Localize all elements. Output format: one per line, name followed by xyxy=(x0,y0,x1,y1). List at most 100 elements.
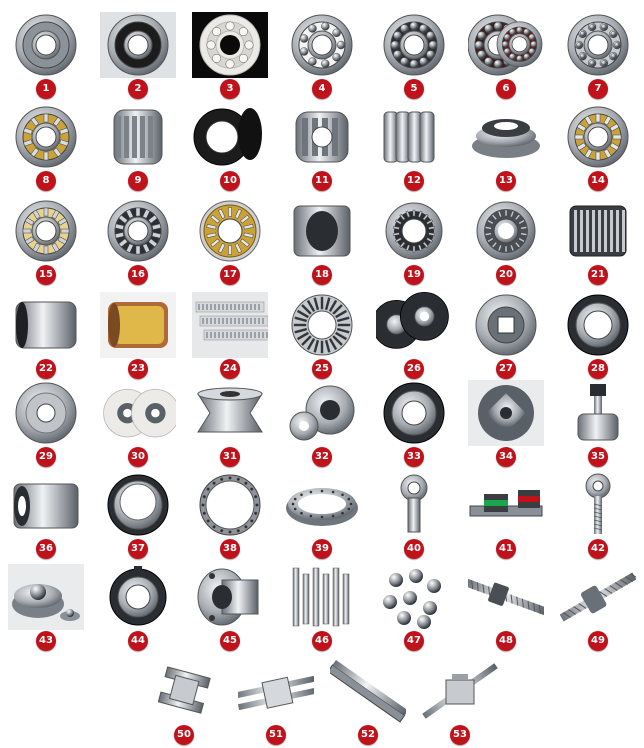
catalog-item[interactable]: 38 xyxy=(184,466,276,559)
catalog-item[interactable]: 53 xyxy=(414,652,506,745)
ball-transfer-unit-icon[interactable] xyxy=(8,564,84,630)
brass-cage-bearing-icon[interactable] xyxy=(8,104,84,170)
nylon-wheel-pair-icon[interactable] xyxy=(100,380,176,446)
adapter-sleeve-icon[interactable] xyxy=(100,564,176,630)
linear-guide-rail-icon[interactable] xyxy=(468,472,544,538)
catalog-item[interactable]: 17 xyxy=(184,192,276,285)
catalog-item[interactable]: 40 xyxy=(368,466,460,559)
shielded-ball-bearing-icon[interactable] xyxy=(8,12,84,78)
catalog-item[interactable]: 7 xyxy=(552,6,644,99)
sealed-ball-bearing-icon[interactable] xyxy=(100,12,176,78)
catalog-item[interactable]: 23 xyxy=(92,286,184,379)
catalog-item[interactable]: 33 xyxy=(368,374,460,467)
catalog-item[interactable]: 18 xyxy=(276,192,368,285)
guide-wheel-icon[interactable] xyxy=(8,380,84,446)
one-way-clutch-bearing-icon[interactable] xyxy=(560,292,636,358)
sleeve-bushing-icon[interactable] xyxy=(8,292,84,358)
needle-rails-icon[interactable] xyxy=(192,292,268,358)
catalog-item[interactable]: 13 xyxy=(460,98,552,191)
flanged-linear-bushing-icon[interactable] xyxy=(192,564,268,630)
catalog-item[interactable]: 39 xyxy=(276,466,368,559)
catalog-item[interactable]: 36 xyxy=(0,466,92,559)
catalog-item[interactable]: 22 xyxy=(0,286,92,379)
tapered-roller-bearing-icon[interactable] xyxy=(284,104,360,170)
four-row-roller-bearing-icon[interactable] xyxy=(376,104,452,170)
catalog-item[interactable]: 24 xyxy=(184,286,276,379)
cross-roller-block-icon[interactable] xyxy=(468,380,544,446)
rod-end-female-icon[interactable] xyxy=(376,472,452,538)
catalog-item[interactable]: 3 xyxy=(184,6,276,99)
slewing-ring-icon[interactable] xyxy=(192,472,268,538)
thrust-roller-bearing-icon[interactable] xyxy=(468,104,544,170)
self-aligning-bearing-icon[interactable] xyxy=(560,12,636,78)
full-complement-roller-icon[interactable] xyxy=(100,198,176,264)
cylindrical-roller-brass-icon[interactable] xyxy=(560,104,636,170)
supported-rail-icon[interactable] xyxy=(330,658,406,724)
catalog-item[interactable]: 26 xyxy=(368,286,460,379)
needle-bushing-icon[interactable] xyxy=(284,198,360,264)
combined-needle-bearing-icon[interactable] xyxy=(468,198,544,264)
catalog-item[interactable]: 34 xyxy=(460,374,552,467)
catalog-item[interactable]: 12 xyxy=(368,98,460,191)
catalog-item[interactable]: 28 xyxy=(552,286,644,379)
catalog-item[interactable]: 46 xyxy=(276,558,368,651)
track-roller-pair-icon[interactable] xyxy=(376,292,452,358)
catalog-item[interactable]: 21 xyxy=(552,192,644,285)
catalog-item[interactable]: 37 xyxy=(92,466,184,559)
catalog-item[interactable]: 41 xyxy=(460,466,552,559)
catalog-item[interactable]: 43 xyxy=(0,558,92,651)
stud-cam-follower-icon[interactable] xyxy=(560,380,636,446)
linear-stage-icon[interactable] xyxy=(238,658,314,724)
deep-groove-bearing-icon[interactable] xyxy=(376,12,452,78)
ceramic-bearing-icon[interactable] xyxy=(192,12,268,78)
rod-end-male-icon[interactable] xyxy=(560,472,636,538)
linear-bushing-icon[interactable] xyxy=(8,472,84,538)
catalog-item[interactable]: 49 xyxy=(552,558,644,651)
catalog-item[interactable]: 45 xyxy=(184,558,276,651)
spherical-roller-bearing-icon[interactable] xyxy=(100,104,176,170)
catalog-item[interactable]: 50 xyxy=(138,652,230,745)
catalog-item[interactable]: 32 xyxy=(276,374,368,467)
cam-follower-bearing-icon[interactable] xyxy=(468,292,544,358)
thrust-cylindrical-bearing-icon[interactable] xyxy=(192,198,268,264)
catalog-item[interactable]: 51 xyxy=(230,652,322,745)
rubber-seal-icon[interactable] xyxy=(192,104,268,170)
crossed-roller-ring-icon[interactable] xyxy=(284,472,360,538)
steel-balls-icon[interactable] xyxy=(376,564,452,630)
needle-roller-bearing-icon[interactable] xyxy=(376,198,452,264)
catalog-item[interactable]: 30 xyxy=(92,374,184,467)
catalog-item[interactable]: 29 xyxy=(0,374,92,467)
catalog-item[interactable]: 10 xyxy=(184,98,276,191)
catalog-item[interactable]: 47 xyxy=(368,558,460,651)
catalog-item[interactable]: 6 xyxy=(460,6,552,99)
ball-screw-nut-icon[interactable] xyxy=(560,564,636,630)
catalog-item[interactable]: 5 xyxy=(368,6,460,99)
miniature-slide-icon[interactable] xyxy=(146,658,222,724)
catalog-item[interactable]: 27 xyxy=(460,286,552,379)
catalog-item[interactable]: 1 xyxy=(0,6,92,99)
combined-track-roller-icon[interactable] xyxy=(284,380,360,446)
catalog-item[interactable]: 52 xyxy=(322,652,414,745)
catalog-item[interactable]: 31 xyxy=(184,374,276,467)
catalog-item[interactable]: 16 xyxy=(92,192,184,285)
thrust-needle-washer-icon[interactable] xyxy=(284,292,360,358)
catalog-item[interactable]: 15 xyxy=(0,192,92,285)
open-ball-bearing-icon[interactable] xyxy=(284,12,360,78)
cylindrical-roller-bearing-icon[interactable] xyxy=(8,198,84,264)
insert-bearing-icon[interactable] xyxy=(100,472,176,538)
catalog-item[interactable]: 25 xyxy=(276,286,368,379)
angular-contact-bearing-icon[interactable] xyxy=(468,12,544,78)
catalog-item[interactable]: 11 xyxy=(276,98,368,191)
catalog-item[interactable]: 8 xyxy=(0,98,92,191)
catalog-item[interactable]: 4 xyxy=(276,6,368,99)
catalog-item[interactable]: 9 xyxy=(92,98,184,191)
v-groove-wheel-icon[interactable] xyxy=(192,380,268,446)
linear-shafts-icon[interactable] xyxy=(284,564,360,630)
catalog-item[interactable]: 20 xyxy=(460,192,552,285)
catalog-item[interactable]: 42 xyxy=(552,466,644,559)
catalog-item[interactable]: 35 xyxy=(552,374,644,467)
needle-cage-icon[interactable] xyxy=(560,198,636,264)
bronze-bushing-icon[interactable] xyxy=(100,292,176,358)
catalog-item[interactable]: 48 xyxy=(460,558,552,651)
ball-screw-icon[interactable] xyxy=(468,564,544,630)
